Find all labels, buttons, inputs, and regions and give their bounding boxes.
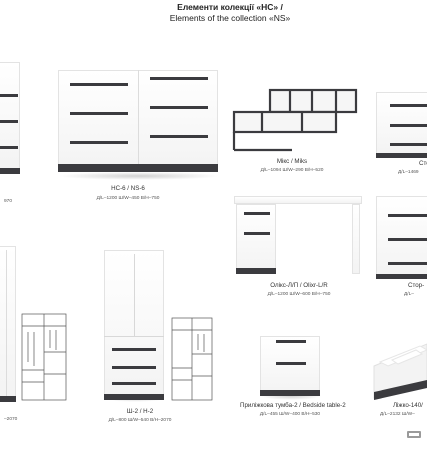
stor-mid-name: Стор- xyxy=(408,282,425,289)
bed-dims: Д/L–2132 Ш/W– xyxy=(380,412,415,417)
collection-title-en: Elements of the collection «NS» xyxy=(169,13,291,23)
bedside-name: Приліжкова тумба-2 / Bedside table-2 xyxy=(240,402,346,409)
collection-title-ua: Елементи колекції «НС» / xyxy=(177,2,283,12)
onixr-name: Олікс-Л/П / Olixr-L/R xyxy=(270,282,328,289)
dims-fragment-top-left: 970 xyxy=(4,199,13,204)
bed-partial xyxy=(373,343,427,400)
ns6-name: НС-6 / NS-6 xyxy=(111,185,145,192)
bed-name: Ліжко-140/ xyxy=(393,402,423,409)
brand-logo-icon xyxy=(407,431,421,438)
miks-name: Мікс / Miks xyxy=(276,158,308,165)
onixr-dims: Д/L–1200 Ш/W–600 В/H–750 xyxy=(267,292,331,297)
ns6-dims: Д/L–1200 Ш/W–450 В/H–750 xyxy=(96,196,160,201)
stor-mid-dims: Д/L– xyxy=(404,292,414,297)
sh2-interior-sketch xyxy=(171,317,213,401)
sh2-dims: Д/L–800 Ш/W–540 В/H–2070 xyxy=(108,418,172,423)
wardrobe-left-interior-sketch xyxy=(21,313,67,401)
stor-top-dims: Д/L–1469 xyxy=(398,170,419,175)
miks-dims: Д/L–1094 Ш/W–290 В/H–520 xyxy=(260,168,324,173)
sh2-name: Ш-2 / H-2 xyxy=(126,408,154,415)
miks-shelf xyxy=(232,88,358,152)
stor-top-name: Сто xyxy=(419,160,427,167)
bedside-dims: Д/L–455 Ш/W–400 В/H–530 xyxy=(259,412,321,417)
dims-fragment-left-bottom: –2070 xyxy=(4,417,18,422)
